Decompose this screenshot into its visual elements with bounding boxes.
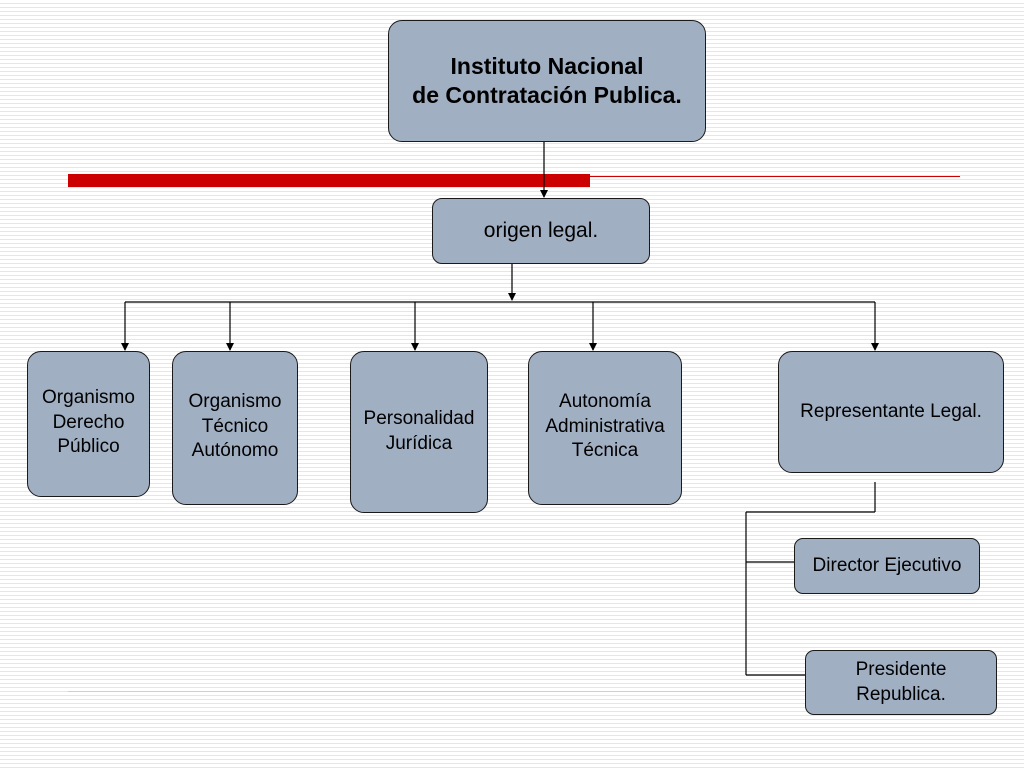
- subnode-label: Director Ejecutivo: [812, 554, 962, 576]
- decorative-red-bar: [68, 174, 590, 187]
- branch-node-autonomia-administrativa: Autonomía Administrativa Técnica: [528, 351, 682, 505]
- branch-node-organismo-tecnico-autonomo: Organismo Técnico Autónomo: [172, 351, 298, 505]
- subnode-presidente-republica: Presidente Republica.: [805, 650, 997, 715]
- origin-node: origen legal.: [432, 198, 650, 264]
- branch-node-label: Autonomía Administrativa Técnica: [545, 391, 665, 462]
- branch-node-organismo-derecho-publico: Organismo Derecho Público: [27, 351, 150, 497]
- subnode-label: Presidente Republica.: [855, 658, 947, 705]
- decorative-red-line: [590, 176, 960, 177]
- branch-node-label: Representante Legal.: [800, 401, 982, 422]
- branch-node-label: Organismo Técnico Autónomo: [188, 391, 282, 462]
- origin-node-label: origen legal.: [483, 219, 599, 243]
- subnode-director-ejecutivo: Director Ejecutivo: [794, 538, 980, 594]
- root-node: Instituto Nacional de Contratación Publi…: [388, 20, 706, 142]
- branch-node-representante-legal: Representante Legal.: [778, 351, 1004, 473]
- root-node-label: Instituto Nacional de Contratación Publi…: [412, 53, 682, 108]
- branch-node-label: Organismo Derecho Público: [42, 387, 135, 458]
- decorative-bottom-line: [68, 691, 808, 692]
- branch-node-label: Personalidad Jurídica: [363, 408, 475, 454]
- branch-node-personalidad-juridica: Personalidad Jurídica: [350, 351, 488, 513]
